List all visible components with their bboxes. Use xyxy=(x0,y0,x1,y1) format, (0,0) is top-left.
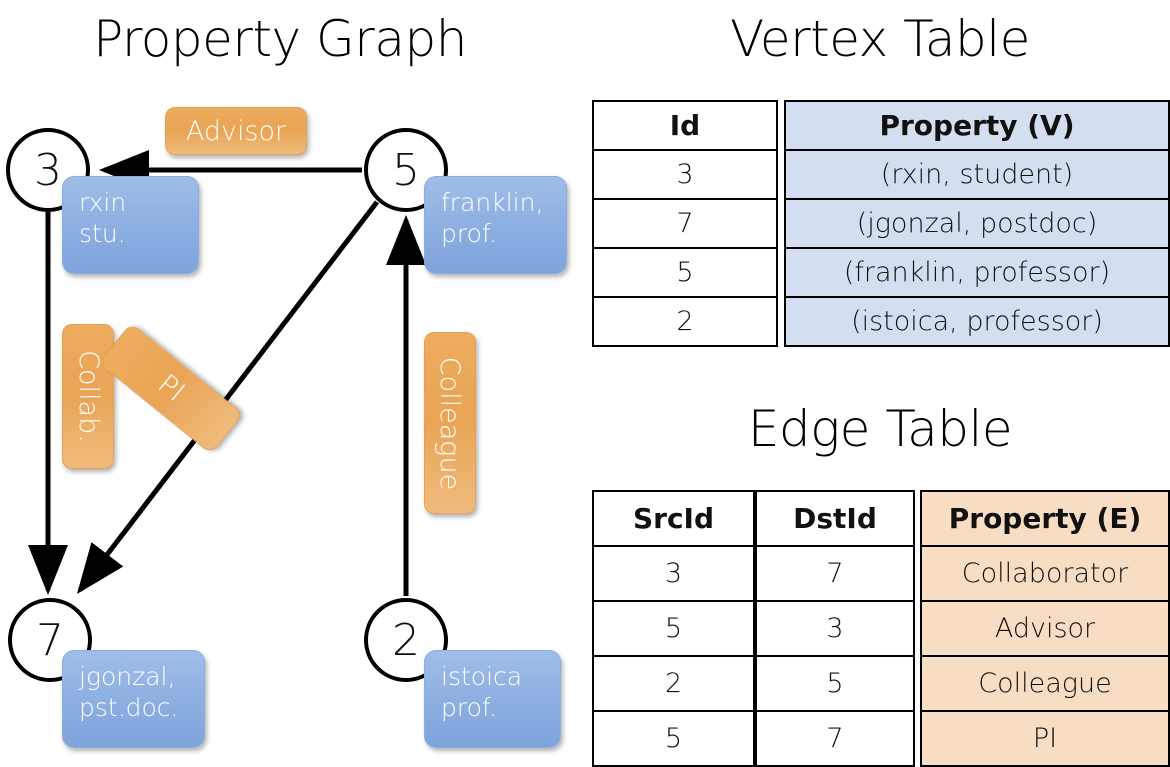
edge-table-header-srcid: SrcId xyxy=(592,490,755,547)
table-header-row: DstId xyxy=(755,490,915,547)
graph-vertex-5[interactable]: 5 xyxy=(364,128,448,212)
table-row: Colleague xyxy=(920,655,1170,712)
page-title-vertex-table: Vertex Table xyxy=(730,10,1030,68)
table-row: 2 xyxy=(592,655,755,712)
table-row: 3 xyxy=(592,545,755,602)
edge-table-cell-srcid: 3 xyxy=(592,545,755,602)
vertex-property-box-franklin: franklin, prof. xyxy=(424,176,567,274)
edge-label-colleague-text: Colleague xyxy=(434,356,466,490)
vertex-property-franklin-line2: prof. xyxy=(441,219,497,249)
edge-table-cell-srcid: 5 xyxy=(592,710,755,767)
table-row: 5 xyxy=(592,600,755,657)
table-header-row: Property (V) xyxy=(784,100,1170,151)
vertex-table-cell-property: (franklin, professor) xyxy=(784,247,1170,298)
edge-table-cell-srcid: 5 xyxy=(592,600,755,657)
graph-vertex-2-label: 2 xyxy=(392,614,420,666)
property-graph-diagram: 3 5 7 2 rxin stu. franklin, prof. jgonza… xyxy=(0,90,580,760)
table-header-row: Property (E) xyxy=(920,490,1170,547)
edge-label-pi-text: PI xyxy=(151,368,191,409)
table-row: (franklin, professor) xyxy=(784,247,1170,298)
vertex-property-jgonzal-line2: pst.doc. xyxy=(79,693,179,723)
table-row: PI xyxy=(920,710,1170,767)
table-row: Collaborator xyxy=(920,545,1170,602)
vertex-property-box-rxin: rxin stu. xyxy=(62,176,199,274)
vertex-table-cell-id: 2 xyxy=(592,296,778,347)
table-row: 5 xyxy=(755,655,915,712)
graph-vertex-3[interactable]: 3 xyxy=(6,128,90,212)
vertex-table-cell-property: (istoica, professor) xyxy=(784,296,1170,347)
vertex-property-istoica-line1: istoica xyxy=(441,662,523,691)
table-row: Advisor xyxy=(920,600,1170,657)
edge-table-cell-property: Colleague xyxy=(920,655,1170,712)
table-row: (rxin, student) xyxy=(784,149,1170,200)
edge-table-cell-property: Collaborator xyxy=(920,545,1170,602)
table-row: 7 xyxy=(592,198,778,249)
graph-edge-lines xyxy=(28,150,426,596)
table-row: 3 xyxy=(755,600,915,657)
edge-table-dstid-column: DstId 7 3 5 7 xyxy=(755,490,915,767)
vertex-table-cell-property: (jgonzal, postdoc) xyxy=(784,198,1170,249)
edge-label-advisor: Advisor xyxy=(165,107,307,155)
edge-table-cell-property: Advisor xyxy=(920,600,1170,657)
edge-table-header-dstid: DstId xyxy=(755,490,915,547)
edge-table-cell-srcid: 2 xyxy=(592,655,755,712)
table-row: (istoica, professor) xyxy=(784,296,1170,347)
edge-table-cell-dstid: 3 xyxy=(755,600,915,657)
edge-table-cell-property: PI xyxy=(920,710,1170,767)
vertex-table-property-column: Property (V) (rxin, student) (jgonzal, p… xyxy=(784,100,1170,347)
table-row: 3 xyxy=(592,149,778,200)
vertex-property-rxin-line1: rxin xyxy=(79,188,127,217)
edge-table-cell-dstid: 7 xyxy=(755,710,915,767)
vertex-table-cell-id: 3 xyxy=(592,149,778,200)
edge-table-cell-dstid: 5 xyxy=(755,655,915,712)
table-header-row: Id xyxy=(592,100,778,151)
table-row: (jgonzal, postdoc) xyxy=(784,198,1170,249)
vertex-table-cell-id: 7 xyxy=(592,198,778,249)
edge-table-property-column: Property (E) Collaborator Advisor Collea… xyxy=(920,490,1170,767)
vertex-table-header-id: Id xyxy=(592,100,778,151)
graph-vertex-7-label: 7 xyxy=(36,614,64,666)
table-row: 7 xyxy=(755,710,915,767)
vertex-table-cell-id: 5 xyxy=(592,247,778,298)
table-row: 7 xyxy=(755,545,915,602)
edge-label-collab: Collab. xyxy=(62,324,114,469)
graph-vertex-5-label: 5 xyxy=(392,144,420,196)
table-header-row: SrcId xyxy=(592,490,755,547)
table-row: 5 xyxy=(592,247,778,298)
table-row: 5 xyxy=(592,710,755,767)
graph-vertex-3-label: 3 xyxy=(34,144,62,196)
vertex-property-jgonzal-line1: jgonzal, xyxy=(79,662,176,691)
vertex-property-box-istoica: istoica prof. xyxy=(424,650,561,748)
edge-label-colleague: Colleague xyxy=(424,332,476,514)
edge-table-cell-dstid: 7 xyxy=(755,545,915,602)
edge-label-collab-text: Collab. xyxy=(72,350,104,443)
edge-table-header-property: Property (E) xyxy=(920,490,1170,547)
vertex-table-cell-property: (rxin, student) xyxy=(784,149,1170,200)
edge-line-pi xyxy=(76,200,379,594)
vertex-property-istoica-line2: prof. xyxy=(441,693,497,723)
vertex-property-box-jgonzal: jgonzal, pst.doc. xyxy=(62,650,205,748)
edge-table-srcid-column: SrcId 3 5 2 5 xyxy=(592,490,755,767)
vertex-property-rxin-line2: stu. xyxy=(79,219,126,249)
page-title-property-graph: Property Graph xyxy=(93,10,467,68)
vertex-table-header-property: Property (V) xyxy=(784,100,1170,151)
vertex-property-franklin-line1: franklin, xyxy=(441,188,544,217)
edge-label-advisor-text: Advisor xyxy=(185,115,287,147)
table-row: 2 xyxy=(592,296,778,347)
vertex-table-id-column: Id 3 7 5 2 xyxy=(592,100,778,347)
page-title-edge-table: Edge Table xyxy=(747,400,1013,458)
